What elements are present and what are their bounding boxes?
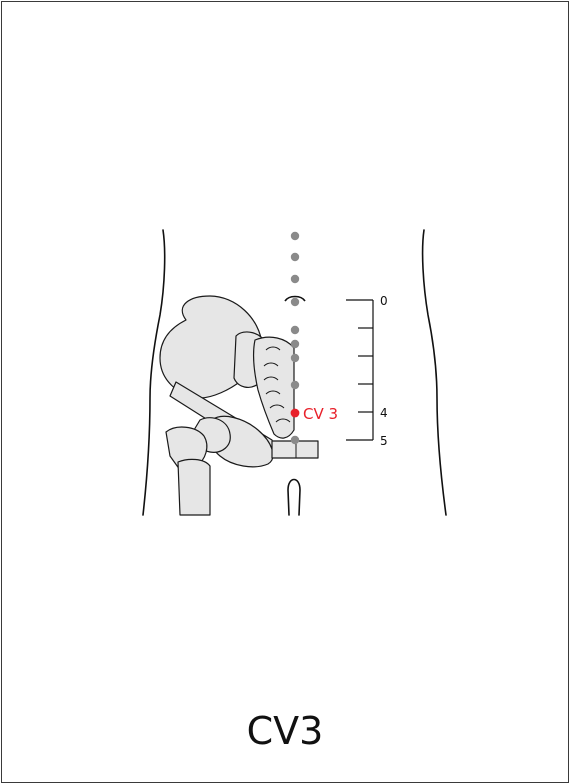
midline-point [291,354,299,362]
midline-point [291,253,299,261]
midline-point [291,436,299,444]
femur-shaft [178,459,210,515]
midline-point [291,232,299,240]
scale-label-4: 4 [380,406,388,420]
genital-outline [288,480,300,516]
torso-right-contour [423,230,446,515]
torso-left-contour [143,230,165,515]
acupoint-label: CV 3 [303,405,338,423]
scale-label-0: 0 [380,294,388,308]
midline-point [291,275,299,283]
midline-point [291,340,299,348]
navel-icon [285,297,305,307]
sacrum [254,337,294,438]
midline-point [291,326,299,334]
measurement-scale [346,300,373,440]
point-caption: CV3 [0,712,570,750]
scale-label-5: 5 [380,434,388,448]
midline-point [291,381,299,389]
acupoint-marker-icon [291,409,300,418]
